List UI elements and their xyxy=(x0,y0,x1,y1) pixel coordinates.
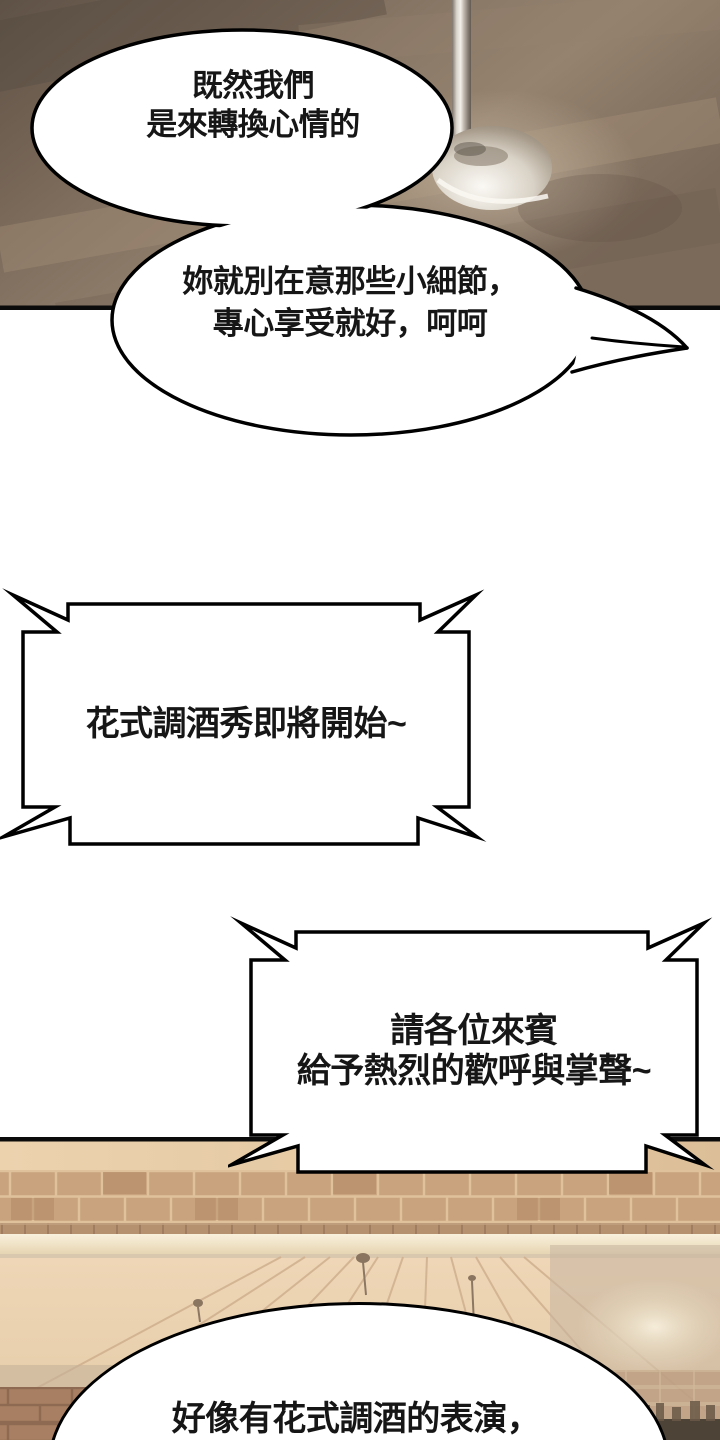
brick-variations xyxy=(11,1172,652,1220)
shout-box-1-outline xyxy=(0,588,487,846)
base-shadow xyxy=(518,174,682,242)
cream-beam xyxy=(0,1234,720,1254)
bubble-2-line-1: 妳就別在意那些小細節， xyxy=(182,264,518,299)
bubble-1-line-1: 既然我們 xyxy=(192,68,315,103)
shout-box-2-text: 請各位來賓 給予熱烈的歡呼與掌聲~ xyxy=(251,932,697,1170)
bubble-2-line-2: 專心享受就好，呵呵 xyxy=(212,306,488,341)
speech-bubble-2-fill xyxy=(115,208,587,432)
shout-box-2-line-1: 請各位來賓 xyxy=(390,1012,558,1050)
shout-box-2-outline xyxy=(228,916,715,1174)
speech-bubble-layer xyxy=(30,28,689,437)
pole-joint-crease xyxy=(454,142,486,156)
speech-bubble-2-tail xyxy=(570,286,689,374)
bubble-2-text: 妳就別在意那些小細節， 專心享受就好，呵呵 xyxy=(106,261,594,345)
bubble-1-text: 既然我們 是來轉換心情的 xyxy=(47,66,459,144)
shout-box-2 xyxy=(228,916,715,1174)
shout-box-2-line-2: 給予熱烈的歡呼與掌聲~ xyxy=(296,1052,652,1090)
bubble-3-line-1: 好像有花式調酒的表演， xyxy=(171,1400,541,1438)
lamp-pole xyxy=(452,0,471,152)
small-brick-row xyxy=(0,1223,720,1234)
lamp-base-highlight xyxy=(436,178,549,204)
bubble-3-text: 好像有花式調酒的表演， xyxy=(100,1399,612,1439)
right-wall-light xyxy=(577,1279,720,1375)
speech-bubble-1-fill xyxy=(35,33,449,223)
bubble-1-line-2: 是來轉換心情的 xyxy=(146,107,360,142)
shout-box-1-line-1: 花式調酒秀即將開始~ xyxy=(85,705,407,743)
shout-box-1 xyxy=(0,588,487,846)
shout-box-1-text: 花式調酒秀即將開始~ xyxy=(23,604,469,844)
